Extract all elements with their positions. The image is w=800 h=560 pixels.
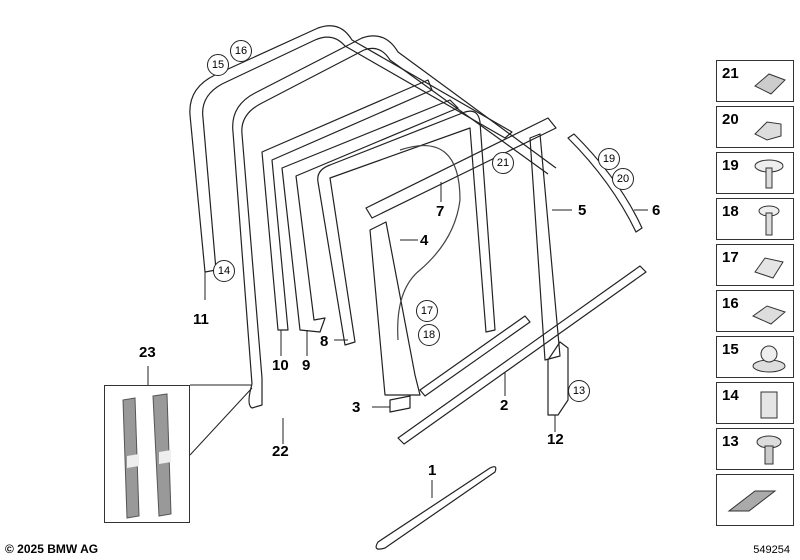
bracket-clip-icon — [754, 121, 782, 141]
detail-box-23 — [104, 385, 190, 523]
legend-label: 13 — [722, 433, 739, 450]
legend-item-14[interactable]: 14 — [716, 382, 794, 424]
legend-label: 14 — [722, 387, 739, 404]
arrow-icon — [727, 490, 777, 512]
bracket-12 — [547, 341, 569, 416]
part-label-9: 9 — [302, 357, 311, 374]
screw-icon — [754, 159, 784, 189]
insert-3 — [389, 395, 411, 413]
legend-item-19[interactable]: 19 — [716, 152, 794, 194]
part-label-7: 7 — [436, 203, 445, 220]
molding-1 — [375, 466, 497, 550]
part-label-2: 2 — [500, 397, 509, 414]
copyright-text: © 2025 BMW AG — [5, 542, 99, 556]
post-5 — [529, 133, 561, 361]
pillar-trim-4 — [369, 221, 421, 396]
part-label-3: 3 — [352, 399, 361, 416]
part-label-12: 12 — [547, 431, 564, 448]
screw-icon — [756, 435, 782, 465]
screw-icon — [758, 205, 780, 236]
circled-label-13: 13 — [568, 380, 590, 402]
legend-label: 21 — [722, 65, 739, 82]
legend-arrow-box — [716, 474, 794, 526]
channel-10 — [261, 79, 433, 331]
circled-label-14: 14 — [213, 260, 235, 282]
door-seal-outer — [189, 25, 513, 273]
clip-icon — [754, 257, 784, 279]
part-label-6: 6 — [652, 202, 661, 219]
part-label-11: 11 — [193, 311, 209, 328]
legend-item-18[interactable]: 18 — [716, 198, 794, 240]
part-label-5: 5 — [578, 202, 587, 219]
legend-label: 16 — [722, 295, 739, 312]
circled-label-19: 19 — [598, 148, 620, 170]
legend-item-13[interactable]: 13 — [716, 428, 794, 470]
legend-item-21[interactable]: 21 — [716, 60, 794, 102]
legend-label: 20 — [722, 111, 739, 128]
legend-label: 19 — [722, 157, 739, 174]
window-channel-8 — [317, 110, 496, 346]
circled-label-16: 16 — [230, 40, 252, 62]
legend-item-16[interactable]: 16 — [716, 290, 794, 332]
belt-molding-2 — [397, 265, 647, 445]
retainer-icon — [752, 345, 786, 373]
clip-icon — [751, 305, 786, 325]
part-label-10: 10 — [272, 357, 289, 374]
glass-edge — [397, 145, 461, 341]
frame-seal-bottom — [248, 378, 263, 409]
part-label-1: 1 — [428, 462, 437, 479]
part-label-22: 22 — [272, 443, 289, 460]
part-label-4: 4 — [420, 232, 429, 249]
legend-label: 17 — [722, 249, 739, 266]
circled-label-21: 21 — [492, 152, 514, 174]
clip-icon — [760, 391, 778, 419]
seal-detail-icon — [122, 393, 172, 519]
part-label-23: 23 — [139, 344, 156, 361]
legend-item-20[interactable]: 20 — [716, 106, 794, 148]
clip-icon — [754, 73, 786, 95]
legend-label: 18 — [722, 203, 739, 220]
guide-9 — [281, 99, 459, 333]
frame-seal — [232, 35, 557, 385]
part-label-8: 8 — [320, 333, 329, 350]
sash-7 — [365, 117, 557, 219]
strip-6 — [567, 133, 643, 233]
circled-label-15: 15 — [207, 54, 229, 76]
circled-label-20: 20 — [612, 168, 634, 190]
legend-item-15[interactable]: 15 — [716, 336, 794, 378]
circled-label-17: 17 — [416, 300, 438, 322]
belt-inner — [419, 315, 531, 397]
diagram-id: 549254 — [753, 544, 790, 556]
circled-label-18: 18 — [418, 324, 440, 346]
legend-label: 15 — [722, 341, 739, 358]
legend-item-17[interactable]: 17 — [716, 244, 794, 286]
